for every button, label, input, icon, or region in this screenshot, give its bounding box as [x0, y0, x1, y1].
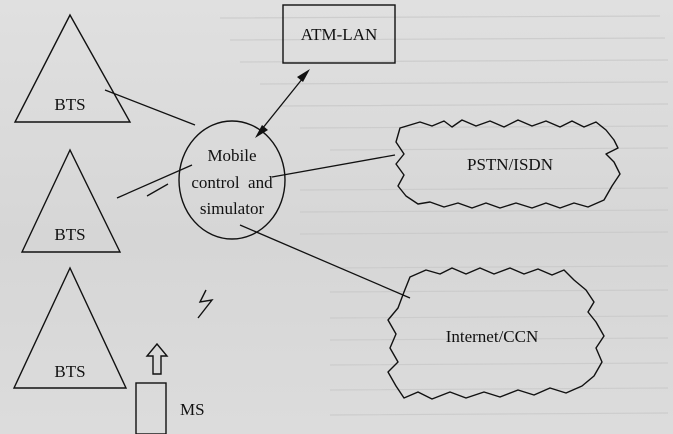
- up-arrow-icon: [145, 342, 169, 375]
- bts-triangle-3: [12, 266, 128, 389]
- controller-ellipse: [178, 120, 286, 240]
- link-controller-pstn: [271, 154, 396, 178]
- atm-lan-box: [282, 4, 396, 64]
- controller-label-line3: simulator: [200, 199, 265, 218]
- link-controller-atm: [257, 72, 308, 135]
- connection-lines: [104, 72, 411, 299]
- pstn-cloud: [395, 119, 621, 209]
- bts-label-2: BTS: [54, 225, 85, 244]
- controller-label-line2: control and: [191, 173, 273, 192]
- internet-label: Internet/CCN: [446, 327, 539, 346]
- link-bts1-controller: [104, 89, 196, 126]
- controller-label-line1: Mobile: [207, 146, 256, 165]
- pstn-label: PSTN/ISDN: [467, 155, 553, 174]
- internet-cloud: [387, 267, 605, 400]
- bts-label-1: BTS: [54, 95, 85, 114]
- bts-label-3: BTS: [54, 362, 85, 381]
- arrowhead-atm: [297, 69, 310, 82]
- link-bts2-tick: [146, 183, 169, 197]
- bts-triangle-2: [20, 148, 122, 253]
- atm-lan-label: ATM-LAN: [301, 25, 378, 44]
- link-controller-internet: [239, 224, 411, 299]
- ms-label: MS: [180, 400, 205, 419]
- ms-device-box: [135, 382, 167, 434]
- radio-link-icon: [197, 289, 214, 319]
- bts-triangle-1: [13, 13, 132, 123]
